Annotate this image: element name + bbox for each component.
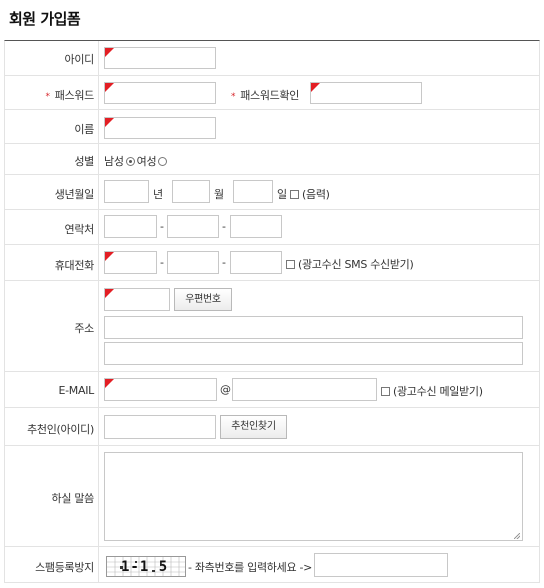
password-confirm-input[interactable] [310, 82, 422, 104]
row-divider [4, 407, 540, 408]
password-confirm-label: *패스워드확인 [231, 89, 300, 102]
required-flag-icon [105, 48, 114, 57]
sms-consent: (광고수신 SMS 수신받기) [286, 256, 414, 272]
mobile-label: 휴대전화 [54, 259, 95, 272]
required-flag-icon [311, 83, 320, 92]
phone-part2-input[interactable] [167, 215, 219, 238]
gender-male-label: 남성 [104, 155, 124, 168]
phone-dash: - [160, 220, 164, 233]
gender-female-label: 여성 [136, 155, 157, 168]
birth-day-input[interactable] [233, 180, 273, 203]
required-flag-icon [105, 118, 114, 127]
mobile-dash: - [160, 256, 164, 269]
phone-dash: - [222, 220, 226, 233]
row-divider [4, 445, 540, 446]
referrer-search-button[interactable]: 추천인찾기 [220, 415, 287, 439]
row-divider [4, 546, 540, 547]
required-mark: * [45, 92, 51, 102]
birth-label: 생년월일 [54, 188, 95, 201]
mobile-part2-input[interactable] [167, 251, 219, 274]
captcha-image: 1-1 5 [106, 556, 186, 577]
captcha-text: 1-1 5 [121, 559, 169, 575]
captcha-input[interactable] [314, 553, 448, 577]
password-label: *패스워드 [45, 89, 95, 102]
gender-label: 성별 [74, 155, 94, 168]
row-divider [4, 109, 540, 110]
birth-day-unit: 일 (음력) [277, 188, 330, 201]
required-flag-icon [105, 289, 114, 298]
signup-form [4, 40, 540, 583]
sms-consent-checkbox[interactable] [286, 259, 295, 269]
row-divider [4, 209, 540, 210]
row-divider [4, 280, 540, 281]
birth-year-unit: 년 [153, 188, 163, 201]
password-input[interactable] [104, 82, 216, 104]
resize-grip-icon[interactable] [514, 533, 520, 539]
gender-male-radio[interactable] [125, 156, 135, 166]
column-divider [98, 41, 99, 583]
gender-options: 남성 여성 [104, 153, 169, 169]
email-consent-label: (광고수신 메일받기) [393, 385, 483, 398]
lunar-label: (음력) [302, 188, 330, 201]
message-textarea[interactable] [104, 452, 523, 541]
page-title: 회원 가입폼 [9, 10, 81, 28]
birth-month-input[interactable] [172, 180, 210, 203]
captcha-prompt: - 좌측번호를 입력하세요 -> [188, 561, 313, 574]
sms-consent-label: (광고수신 SMS 수신받기) [298, 258, 414, 271]
mobile-part3-input[interactable] [230, 251, 282, 274]
spam-label: 스팸등록방지 [35, 561, 94, 574]
row-divider [4, 244, 540, 245]
row-divider [4, 75, 540, 76]
address-label: 주소 [74, 322, 94, 335]
address-line1-input[interactable] [104, 316, 523, 339]
address-line2-input[interactable] [104, 342, 523, 365]
zipcode-button[interactable]: 우편번호 [174, 288, 232, 311]
email-id-input[interactable] [104, 378, 217, 401]
id-input[interactable] [104, 47, 216, 69]
mobile-part1-input[interactable] [104, 251, 157, 274]
row-divider [4, 174, 540, 175]
mobile-dash: - [222, 256, 226, 269]
name-label: 이름 [74, 123, 94, 136]
email-at: @ [220, 383, 231, 396]
phone-part3-input[interactable] [230, 215, 282, 238]
email-consent-checkbox[interactable] [381, 386, 390, 396]
zipcode-input[interactable] [104, 288, 170, 311]
message-label: 하실 말씀 [51, 492, 95, 505]
required-flag-icon [105, 252, 114, 261]
referrer-input[interactable] [104, 415, 216, 439]
lunar-checkbox[interactable] [290, 189, 300, 199]
email-domain-input[interactable] [232, 378, 377, 401]
captcha-noise-icon [107, 557, 185, 576]
required-mark: * [231, 92, 236, 102]
birth-month-unit: 월 [214, 188, 224, 201]
name-input[interactable] [104, 117, 216, 139]
email-label: E-MAIL [58, 384, 94, 397]
gender-female-radio[interactable] [158, 156, 168, 166]
row-divider [4, 143, 540, 144]
referrer-label: 추천인(아이디) [27, 423, 94, 436]
required-flag-icon [105, 83, 114, 92]
phone-label: 연락처 [64, 223, 95, 236]
email-consent: (광고수신 메일받기) [381, 383, 483, 399]
row-divider [4, 371, 540, 372]
phone-part1-input[interactable] [104, 215, 157, 238]
required-flag-icon [105, 379, 114, 388]
birth-year-input[interactable] [104, 180, 149, 203]
id-label: 아이디 [64, 53, 95, 66]
